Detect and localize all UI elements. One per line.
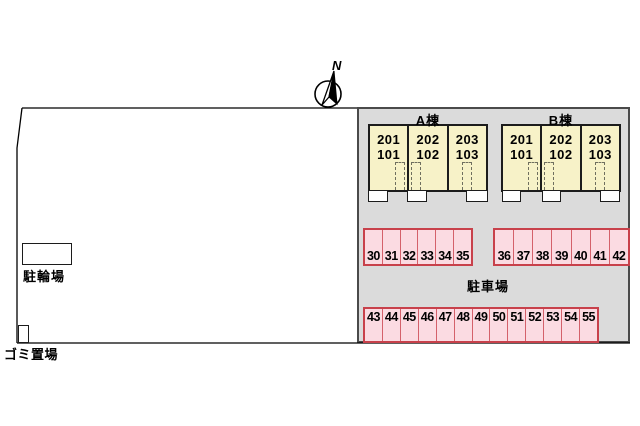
- parking-space: 37: [514, 230, 534, 264]
- unit-lower: 101: [377, 147, 401, 162]
- entrance-porch: [407, 190, 427, 202]
- entry-path: [595, 162, 606, 190]
- parking-space: 36: [495, 230, 515, 264]
- unit-upper: 203: [455, 132, 479, 147]
- parking-space: 49: [473, 309, 491, 341]
- building-b-unit-2: 202 102: [542, 126, 582, 190]
- parking-space: 39: [552, 230, 572, 264]
- parking-space: 40: [572, 230, 591, 264]
- building-b-label: B棟: [548, 113, 574, 128]
- unit-lower: 103: [588, 147, 612, 162]
- unit-numbers: 201 101: [377, 126, 400, 190]
- entry-path: [411, 162, 422, 190]
- parking-space: 34: [436, 230, 455, 264]
- parking-space: 48: [455, 309, 473, 341]
- unit-lower: 102: [549, 147, 573, 162]
- entrance-porch: [466, 190, 488, 202]
- unit-lower: 103: [455, 147, 479, 162]
- entrance-porch: [600, 190, 620, 202]
- building-b-unit-3: 203 103: [582, 126, 619, 190]
- unit-numbers: 203 103: [589, 126, 612, 190]
- parking-space: 32: [401, 230, 419, 264]
- parking-space: 38: [533, 230, 553, 264]
- building-a-unit-1: 201 101: [370, 126, 410, 190]
- parking-space: 55: [582, 310, 595, 324]
- entrance-porch: [502, 190, 521, 202]
- north-label: N: [332, 58, 342, 73]
- garbage-area-label: ゴミ置場: [4, 347, 59, 362]
- parking-space: 53: [544, 309, 563, 341]
- building-a-unit-2: 202 102: [409, 126, 449, 190]
- parking-space: 43: [365, 309, 383, 341]
- building-a: A棟 201 101 202 102 203 103: [368, 113, 488, 192]
- building-a-label: A棟: [415, 113, 441, 128]
- entrance-porch: [368, 190, 388, 202]
- entrance-porch: [542, 190, 561, 202]
- bicycle-parking-rect: [22, 243, 72, 265]
- parking-space: 51: [508, 309, 527, 341]
- parking-space: 41: [591, 230, 610, 264]
- entry-path: [528, 162, 539, 190]
- building-b-unit-1: 201 101: [503, 126, 543, 190]
- parking-space: 54: [562, 309, 581, 341]
- parking-space: 30: [365, 230, 383, 264]
- unit-upper: 201: [510, 132, 534, 147]
- parking-space: 33: [418, 230, 437, 264]
- entry-path: [462, 162, 473, 190]
- parking-space: 35: [456, 249, 469, 263]
- parking-space: 46: [419, 309, 437, 341]
- unit-numbers: 202 102: [416, 126, 439, 190]
- unit-numbers: 202 102: [549, 126, 572, 190]
- parking-space: 31: [383, 230, 401, 264]
- unit-numbers: 201 101: [510, 126, 533, 190]
- entry-path: [544, 162, 555, 190]
- parking-lot-label: 駐車場: [466, 279, 509, 294]
- building-b: B棟 201 101 202 102 203 103: [501, 113, 621, 192]
- parking-space: 44: [383, 309, 401, 341]
- compass-needle-icon: [314, 70, 342, 108]
- building-a-unit-3: 203 103: [449, 126, 486, 190]
- unit-lower: 102: [416, 147, 440, 162]
- entry-path: [395, 162, 406, 190]
- unit-lower: 101: [510, 147, 534, 162]
- unit-numbers: 203 103: [456, 126, 479, 190]
- unit-upper: 202: [416, 132, 440, 147]
- unit-upper: 201: [377, 132, 401, 147]
- garbage-area-rect: [18, 325, 29, 343]
- parking-space: 52: [526, 309, 545, 341]
- unit-upper: 202: [549, 132, 573, 147]
- parking-space: 47: [437, 309, 455, 341]
- north-compass-icon: N: [312, 58, 352, 110]
- parking-space: 45: [401, 309, 419, 341]
- unit-upper: 203: [588, 132, 612, 147]
- bicycle-parking-label: 駐輪場: [23, 269, 66, 284]
- parking-space: 50: [490, 309, 509, 341]
- parking-space: 42: [612, 249, 626, 263]
